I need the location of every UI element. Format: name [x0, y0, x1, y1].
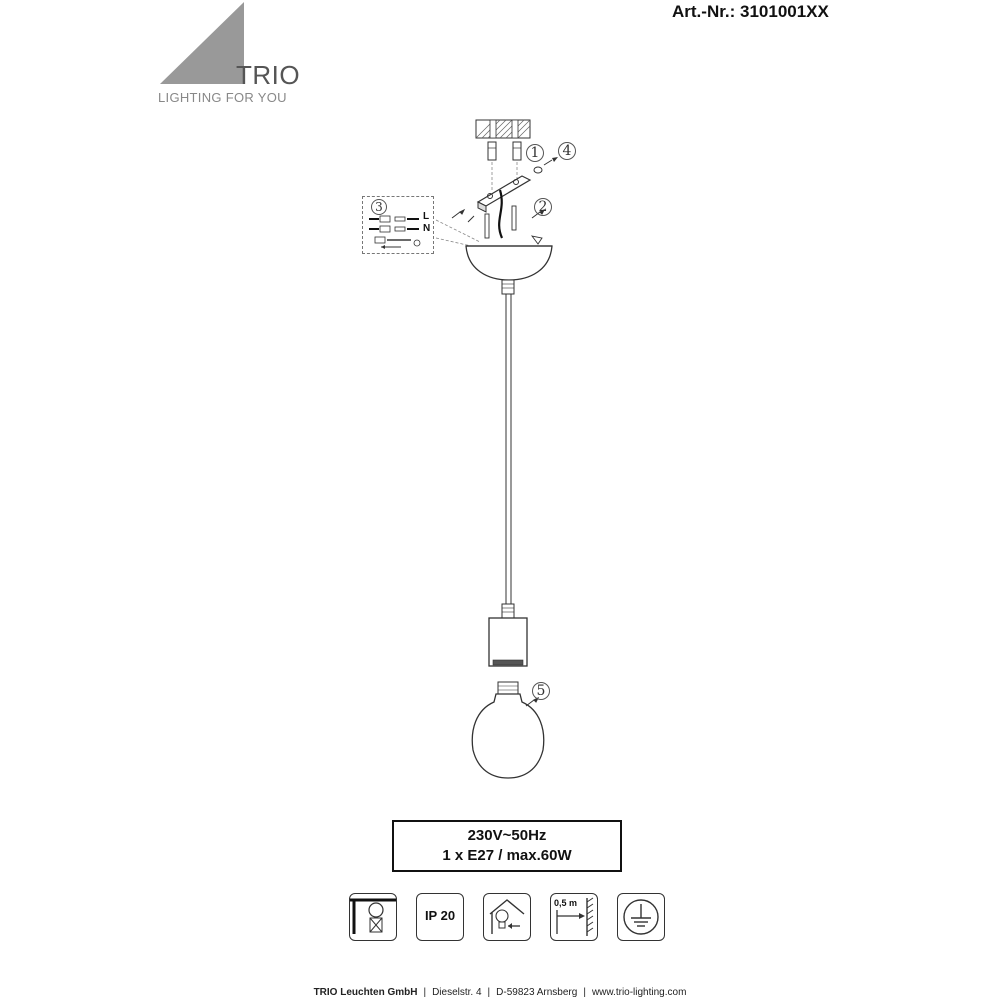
wall-plug-icon [487, 141, 522, 161]
article-number: Art.-Nr.: 3101001XX [672, 2, 829, 21]
electrical-spec-box: 230V~50Hz 1 x E27 / max.60W [392, 820, 622, 872]
bulb-spec: 1 x E27 / max.60W [442, 847, 572, 864]
step-number-2: 2 [534, 198, 552, 216]
ceiling-mount-icon [349, 893, 397, 941]
footer: TRIO Leuchten GmbH|Dieselstr. 4|D-59823 … [313, 987, 687, 998]
wire-label-live: L [423, 211, 430, 222]
brand-tagline: LIGHTING FOR YOU [158, 90, 287, 105]
terminal-block-icon [369, 215, 421, 249]
assembly-diagram [435, 119, 558, 779]
brand-name: TRIO [236, 60, 301, 90]
screwdriver-icon [451, 208, 546, 223]
lamp-holder [488, 603, 528, 667]
step-number-1: 1 [526, 144, 544, 162]
trio-logo-triangle-icon [160, 2, 244, 84]
mounting-bracket [476, 175, 532, 213]
footer-address: Dieselstr. 4 [432, 987, 482, 998]
dry-location-icon [483, 893, 531, 941]
footer-city: D-59823 Arnsberg [496, 987, 578, 998]
step-number-5: 5 [532, 682, 550, 700]
wire-label-neutral: N [423, 223, 431, 234]
earth-ground-icon [617, 893, 665, 941]
pendant-cable [505, 294, 512, 604]
ip20-icon: IP 20 [416, 893, 464, 941]
fixing-screw-icon [484, 205, 517, 239]
light-bulb [471, 681, 545, 779]
screw-icon [533, 157, 558, 174]
voltage-spec: 230V~50Hz [467, 827, 547, 844]
ceiling-canopy [465, 235, 553, 295]
footer-website[interactable]: www.trio-lighting.com [591, 987, 687, 998]
distance-label: 0,5 m [554, 898, 578, 908]
step-number-3: 3 [371, 199, 387, 215]
wiring-detail-box: 3 L N [362, 196, 434, 254]
minimum-distance-icon: 0,5 m [550, 893, 598, 941]
ip-rating-label: IP 20 [424, 908, 456, 923]
step-number-4: 4 [558, 142, 576, 160]
footer-company: TRIO Leuchten GmbH [313, 987, 418, 998]
ceiling-block [475, 119, 531, 139]
